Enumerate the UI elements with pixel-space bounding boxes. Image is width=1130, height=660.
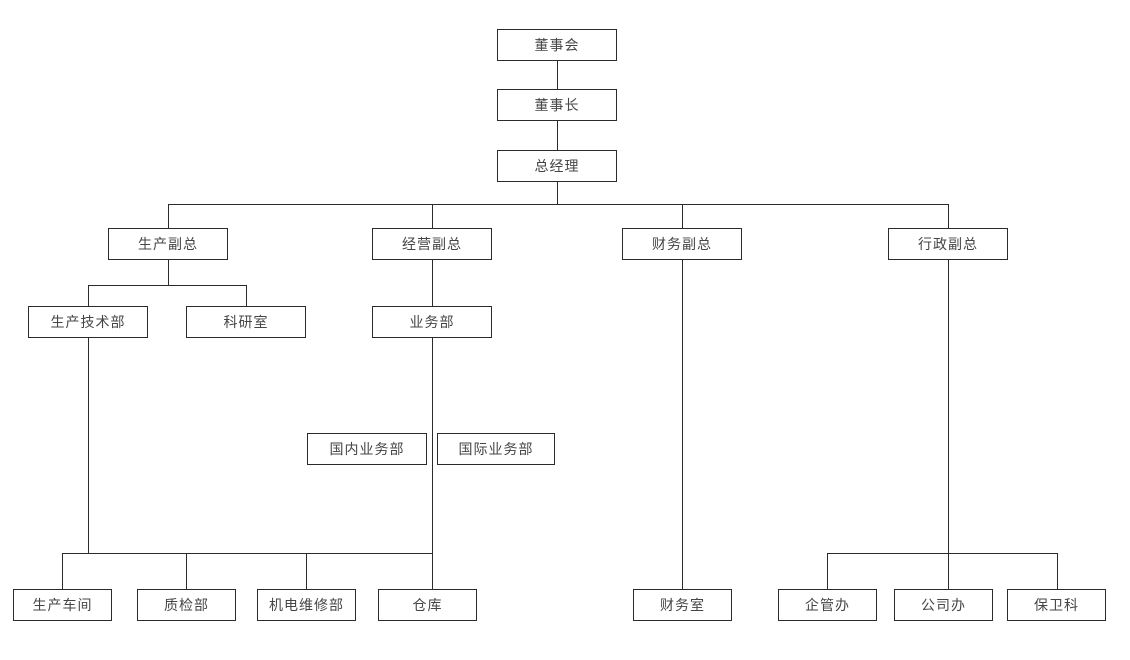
connector-line [432,260,433,307]
org-node-dept-research: 科研室 [186,306,306,338]
org-node-dept-domestic: 国内业务部 [307,433,427,465]
connector-line [306,553,307,590]
connector-line [88,285,89,307]
connector-line [557,61,558,90]
org-node-ent-mgmt-office: 企管办 [778,589,877,621]
org-node-warehouse: 仓库 [378,589,477,621]
connector-line [246,285,247,307]
connector-line [682,204,683,229]
connector-line [88,285,247,286]
connector-line [948,204,949,229]
org-node-dept-tech: 生产技术部 [28,306,148,338]
connector-line [948,553,949,590]
org-node-workshop: 生产车间 [13,589,112,621]
connector-line [186,553,187,590]
org-node-vp-production: 生产副总 [108,228,228,260]
connector-line [948,260,949,554]
org-node-vp-finance: 财务副总 [622,228,742,260]
org-node-dept-intl: 国际业务部 [437,433,555,465]
org-node-chairman: 董事长 [497,89,617,121]
connector-line [827,553,828,590]
org-node-general-manager: 总经理 [497,150,617,182]
connector-line [88,338,89,554]
org-node-security: 保卫科 [1007,589,1106,621]
connector-line [432,338,433,554]
connector-line [682,260,683,590]
org-node-vp-operations: 经营副总 [372,228,492,260]
org-node-vp-admin: 行政副总 [888,228,1008,260]
connector-line [827,553,1058,554]
connector-line [62,553,63,590]
connector-line [432,553,433,590]
connector-line [168,260,169,286]
connector-line [557,121,558,151]
connector-line [557,182,558,205]
connector-line [1057,553,1058,590]
org-node-qc: 质检部 [137,589,236,621]
connector-line [432,204,433,229]
connector-line [168,204,169,229]
org-node-maintenance: 机电维修部 [257,589,356,621]
connector-line [62,553,433,554]
org-node-finance-office: 财务室 [633,589,732,621]
connector-line [168,204,949,205]
org-node-company-office: 公司办 [894,589,993,621]
org-node-dept-business: 业务部 [372,306,492,338]
org-node-board: 董事会 [497,29,617,61]
